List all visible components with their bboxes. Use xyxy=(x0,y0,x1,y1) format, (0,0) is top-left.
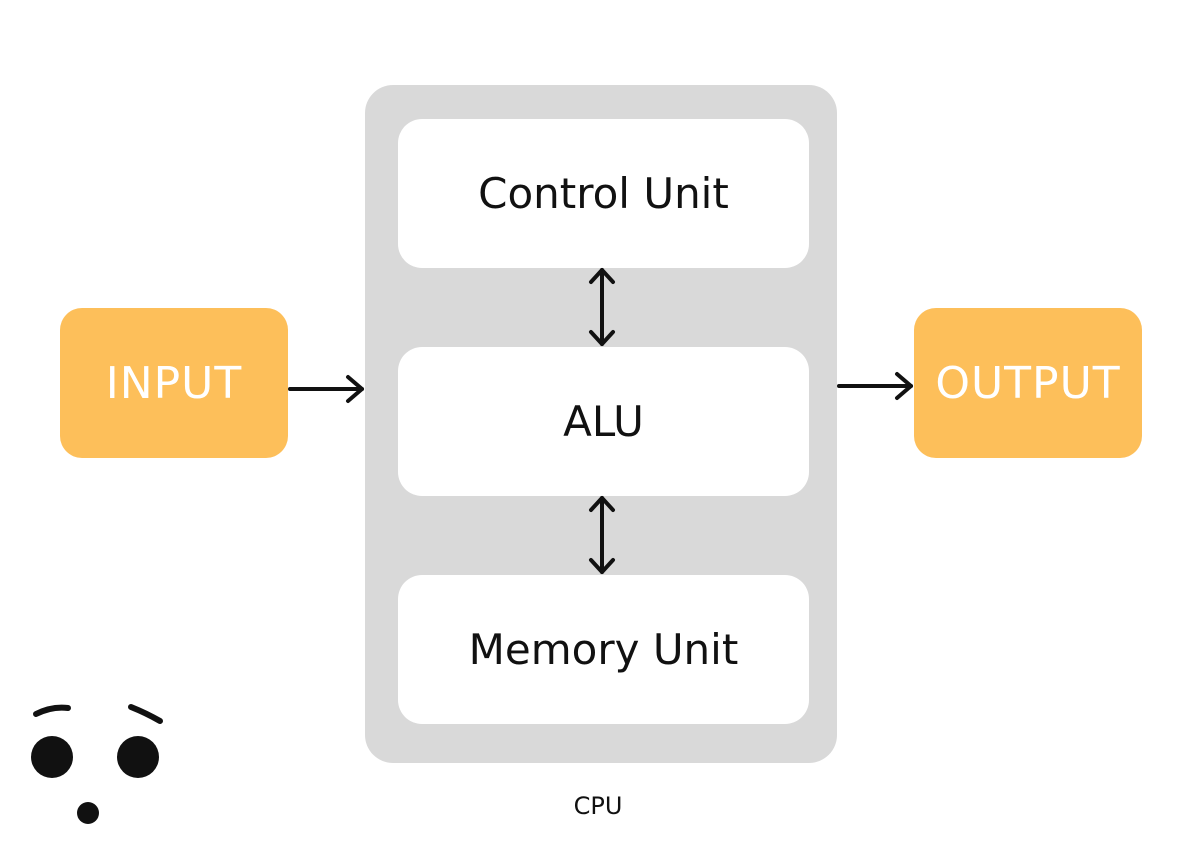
output-label: OUTPUT xyxy=(935,357,1121,409)
arrow-control-alu-bidirectional xyxy=(589,268,615,346)
alu-label: ALU xyxy=(563,397,644,446)
surprised-face-icon xyxy=(31,704,163,824)
output-box: OUTPUT xyxy=(914,308,1142,458)
arrow-input-to-cpu xyxy=(288,375,364,403)
cpu-label: CPU xyxy=(573,792,623,820)
memory-unit-label: Memory Unit xyxy=(468,625,739,674)
alu-box: ALU xyxy=(398,347,809,496)
memory-unit-box: Memory Unit xyxy=(398,575,809,724)
input-box: INPUT xyxy=(60,308,288,458)
control-unit-box: Control Unit xyxy=(398,119,809,268)
control-unit-label: Control Unit xyxy=(478,169,729,218)
arrow-cpu-to-output xyxy=(837,372,913,400)
input-label: INPUT xyxy=(105,357,243,409)
arrow-alu-memory-bidirectional xyxy=(589,496,615,574)
